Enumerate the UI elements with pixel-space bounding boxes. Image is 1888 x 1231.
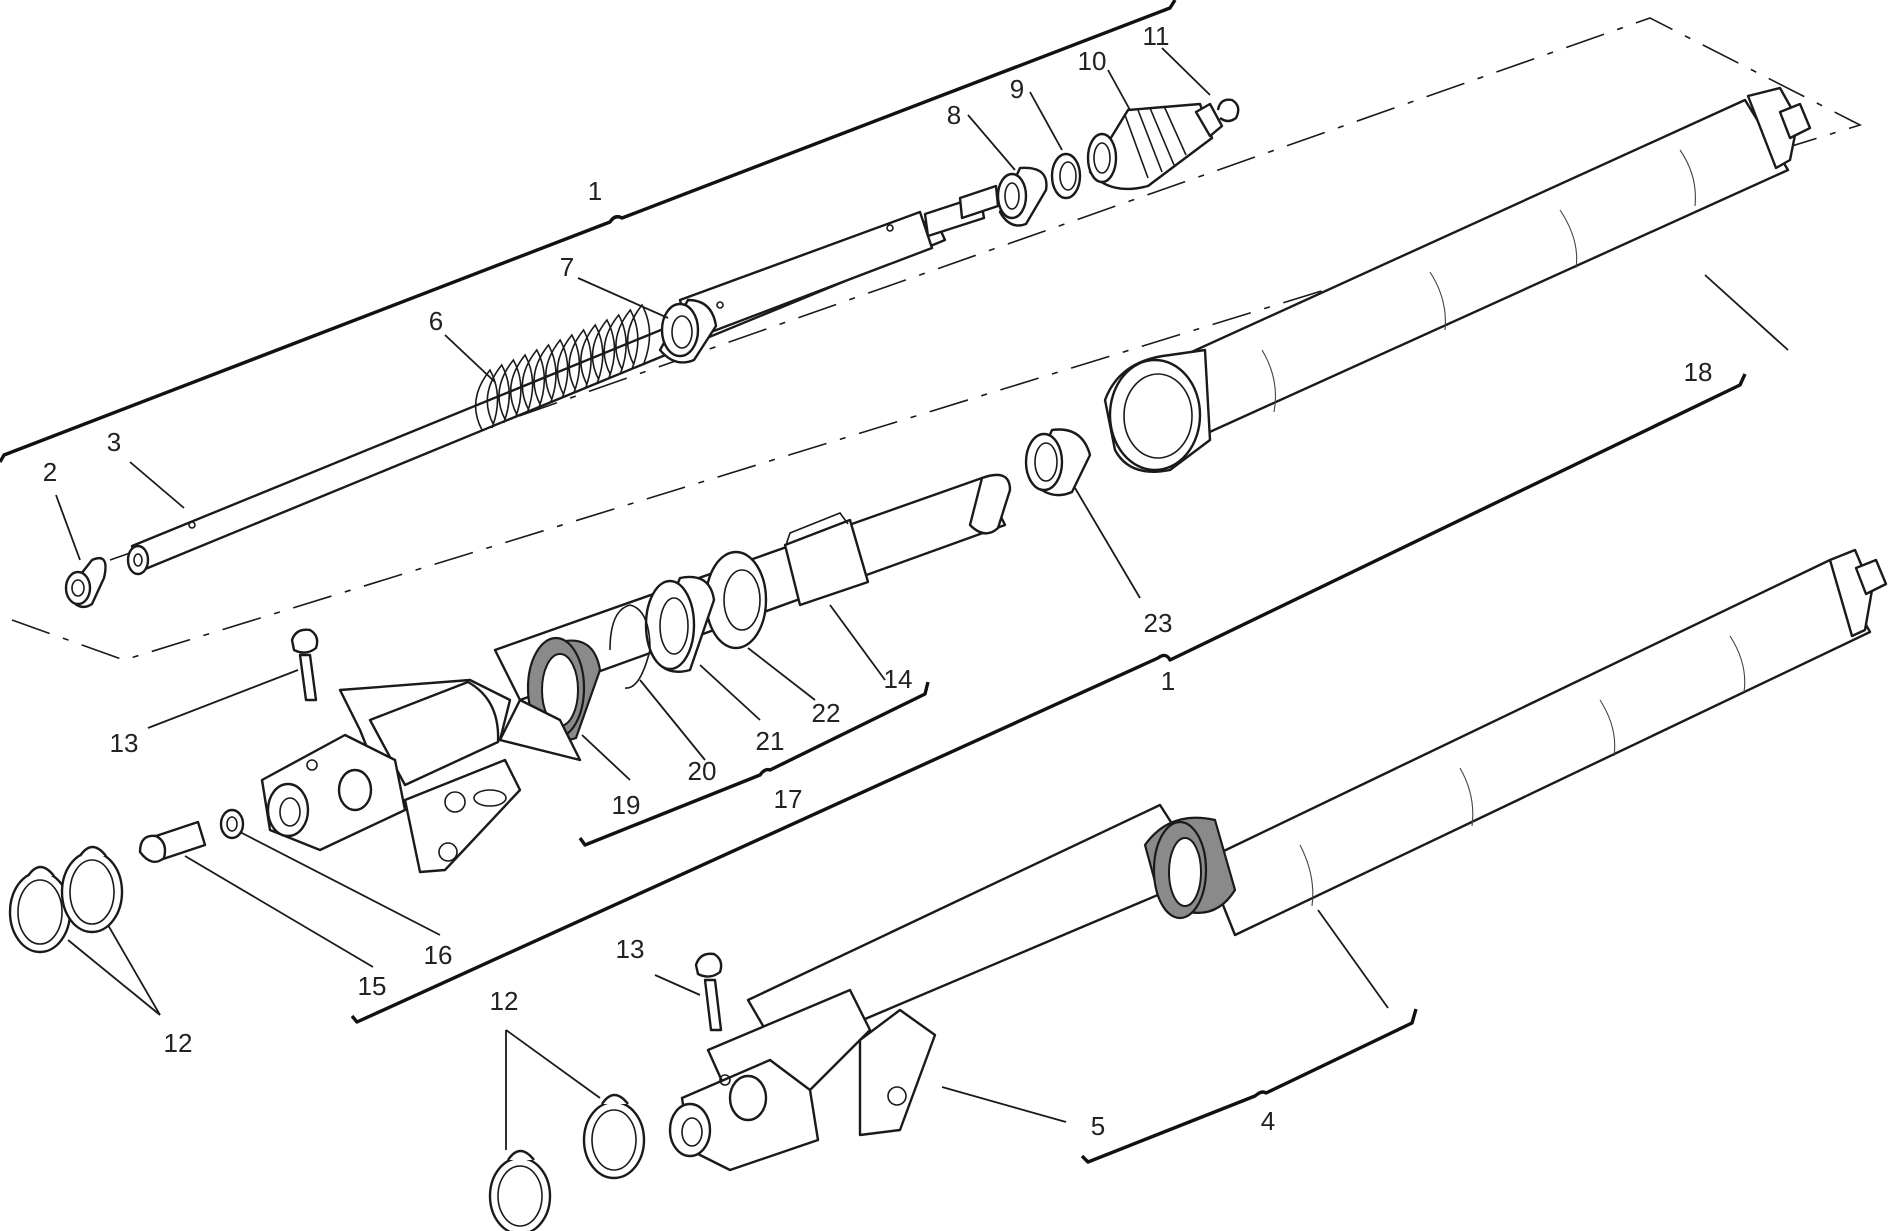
cartridge-tube — [678, 184, 1000, 342]
label-1-top: 1 — [588, 176, 602, 206]
label-4: 4 — [1261, 1106, 1275, 1136]
label-13-lower: 13 — [616, 934, 645, 964]
leader-lines — [55, 47, 1789, 1150]
split-bush-part-23 — [1024, 428, 1092, 497]
clamp-part-12-left-b — [60, 845, 124, 934]
fork-assembly-part-4 — [668, 548, 1888, 1172]
label-14: 14 — [884, 664, 913, 694]
label-19: 19 — [612, 790, 641, 820]
label-13-upper: 13 — [110, 728, 139, 758]
clamp-part-12-lower-b — [582, 1093, 646, 1180]
label-2: 2 — [43, 457, 57, 487]
clamp-part-12-lower-a — [488, 1149, 552, 1231]
label-1-mid: 1 — [1161, 666, 1175, 696]
label-18: 18 — [1684, 357, 1713, 387]
washer-part-9 — [1050, 152, 1082, 200]
bracket-group-1-mid — [350, 373, 1747, 1024]
callout-labels: 1 1 2 3 4 5 6 7 8 9 10 11 12 12 13 13 14… — [43, 21, 1713, 1141]
label-7: 7 — [560, 252, 574, 282]
label-20: 20 — [688, 756, 717, 786]
bolt-part-13-lower — [694, 952, 723, 1032]
label-8: 8 — [947, 100, 961, 130]
label-9: 9 — [1010, 74, 1024, 104]
adjuster-part-10 — [1086, 102, 1224, 191]
label-15: 15 — [358, 971, 387, 1001]
bushing-part-7 — [658, 298, 718, 364]
end-cap-part-2 — [64, 556, 107, 609]
label-23: 23 — [1144, 608, 1173, 638]
label-5: 5 — [1091, 1111, 1105, 1141]
label-3: 3 — [107, 427, 121, 457]
label-16: 16 — [424, 940, 453, 970]
label-12-lower: 12 — [490, 986, 519, 1016]
label-22: 22 — [812, 698, 841, 728]
seal-part-21 — [644, 575, 716, 673]
bracket-group-4 — [1080, 1008, 1418, 1164]
label-21: 21 — [756, 726, 785, 756]
label-11: 11 — [1143, 21, 1170, 51]
clip-part-11 — [1216, 98, 1240, 123]
clip-part-20 — [609, 604, 651, 689]
guide-bush-part-14 — [783, 512, 870, 607]
assembly-envelope — [11, 17, 1863, 661]
bracket-group-17 — [578, 681, 930, 847]
lower-leg-upper — [260, 678, 582, 874]
outer-tube-part-18 — [1103, 86, 1812, 473]
bleed-screw-part-15 — [138, 820, 207, 864]
bolt-part-13-upper — [290, 628, 319, 702]
spring-part-6 — [474, 303, 651, 431]
bushing-part-8 — [996, 166, 1048, 227]
label-12-left: 12 — [164, 1028, 193, 1058]
label-17: 17 — [774, 784, 803, 814]
washer-part-16 — [219, 808, 245, 840]
label-10: 10 — [1078, 46, 1107, 76]
label-6: 6 — [429, 306, 443, 336]
clamp-part-12-left-a — [8, 865, 72, 954]
bracket-group-1-top — [0, 0, 1177, 463]
